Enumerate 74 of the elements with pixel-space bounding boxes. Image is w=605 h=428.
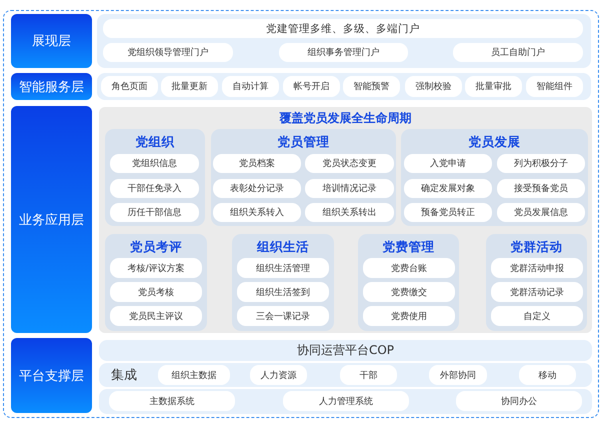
module-tag: 党员状态变更 bbox=[305, 154, 394, 173]
module-group bbox=[232, 234, 334, 331]
module-tag: 智能预警 bbox=[343, 76, 400, 97]
module-tag: 移动 bbox=[519, 365, 576, 385]
module-tag: 党员发展信息 bbox=[497, 203, 585, 222]
row-heading: 集成 bbox=[111, 367, 137, 384]
group-heading: 党费管理 bbox=[382, 239, 436, 256]
panel-background bbox=[97, 14, 591, 68]
module-tag: 党组织领导管理门户 bbox=[103, 43, 233, 62]
module-tag: 表彰处分记录 bbox=[213, 179, 301, 198]
module-tag: 入党申请 bbox=[404, 154, 492, 173]
module-tag: 人力管理系统 bbox=[283, 391, 409, 411]
module-tag: 员工自助门户 bbox=[453, 43, 583, 62]
module-tag: 自定义 bbox=[491, 306, 583, 326]
layer-label: 智能服务层 bbox=[11, 73, 92, 100]
module-tag: 干部任免录入 bbox=[110, 179, 199, 198]
module-tag: 组织生活管理 bbox=[237, 258, 329, 278]
module-tag: 党群活动记录 bbox=[491, 282, 583, 302]
module-tag: 自动计算 bbox=[222, 76, 279, 97]
layer-label: 展现层 bbox=[11, 14, 92, 68]
module-tag: 确定发展对象 bbox=[404, 179, 492, 198]
module-tag: 考核/评议方案 bbox=[110, 258, 202, 278]
module-tag: 强制校验 bbox=[405, 76, 462, 97]
module-tag: 接受预备党员 bbox=[497, 179, 585, 198]
module-group bbox=[401, 129, 588, 226]
module-tag: 批量审批 bbox=[465, 76, 522, 97]
platform-row bbox=[99, 363, 592, 387]
module-tag: 批量更新 bbox=[161, 76, 218, 97]
module-tag: 党员民主评议 bbox=[110, 306, 202, 326]
platform-row: 协同运营平台COP bbox=[99, 340, 592, 361]
module-tag: 历任干部信息 bbox=[110, 203, 199, 222]
module-tag: 党群活动申报 bbox=[491, 258, 583, 278]
layer-label: 平台支撑层 bbox=[11, 338, 92, 413]
module-group bbox=[105, 234, 207, 331]
module-group bbox=[486, 234, 587, 331]
module-group bbox=[358, 234, 459, 331]
module-tag: 人力资源 bbox=[250, 365, 307, 385]
group-heading: 组织生活 bbox=[256, 239, 310, 256]
portal-banner: 党建管理多维、多级、多端门户 bbox=[103, 19, 583, 38]
module-tag: 党费台账 bbox=[363, 258, 455, 278]
module-tag: 预备党员转正 bbox=[404, 203, 492, 222]
module-group bbox=[211, 129, 396, 226]
group-heading: 党员发展 bbox=[468, 134, 522, 151]
layer-label: 业务应用层 bbox=[11, 106, 92, 333]
module-tag: 组织关系转入 bbox=[213, 203, 301, 222]
module-tag: 组织主数据 bbox=[158, 365, 230, 385]
module-tag: 角色页面 bbox=[101, 76, 158, 97]
module-tag: 协同办公 bbox=[456, 391, 582, 411]
module-tag: 党组织信息 bbox=[110, 154, 199, 173]
module-tag: 党费缴交 bbox=[363, 282, 455, 302]
dashed-frame bbox=[3, 10, 599, 418]
module-tag: 列为积极分子 bbox=[497, 154, 585, 173]
module-tag: 党员档案 bbox=[213, 154, 301, 173]
module-tag: 组织关系转出 bbox=[305, 203, 394, 222]
module-tag: 外部协同 bbox=[429, 365, 487, 385]
module-tag: 主数据系统 bbox=[109, 391, 235, 411]
module-tag: 智能组件 bbox=[526, 76, 583, 97]
group-heading: 党员考评 bbox=[129, 239, 183, 256]
module-tag: 培训情况记录 bbox=[305, 179, 394, 198]
module-group bbox=[105, 129, 205, 226]
panel-background bbox=[97, 73, 591, 100]
group-heading: 党群活动 bbox=[510, 239, 564, 256]
module-tag: 党员考核 bbox=[110, 282, 202, 302]
panel-background bbox=[99, 389, 592, 414]
group-heading: 党员管理 bbox=[276, 134, 330, 151]
module-tag: 党费使用 bbox=[363, 306, 455, 326]
module-tag: 组织事务管理门户 bbox=[279, 43, 408, 62]
section-heading: 覆盖党员发展全生命周期 bbox=[278, 110, 412, 127]
group-heading: 党组织 bbox=[134, 134, 176, 151]
module-tag: 组织生活签到 bbox=[237, 282, 329, 302]
module-tag: 帐号开启 bbox=[283, 76, 340, 97]
module-tag: 三会一课记录 bbox=[237, 306, 329, 326]
section-panel bbox=[99, 107, 592, 333]
module-tag: 干部 bbox=[340, 365, 397, 385]
